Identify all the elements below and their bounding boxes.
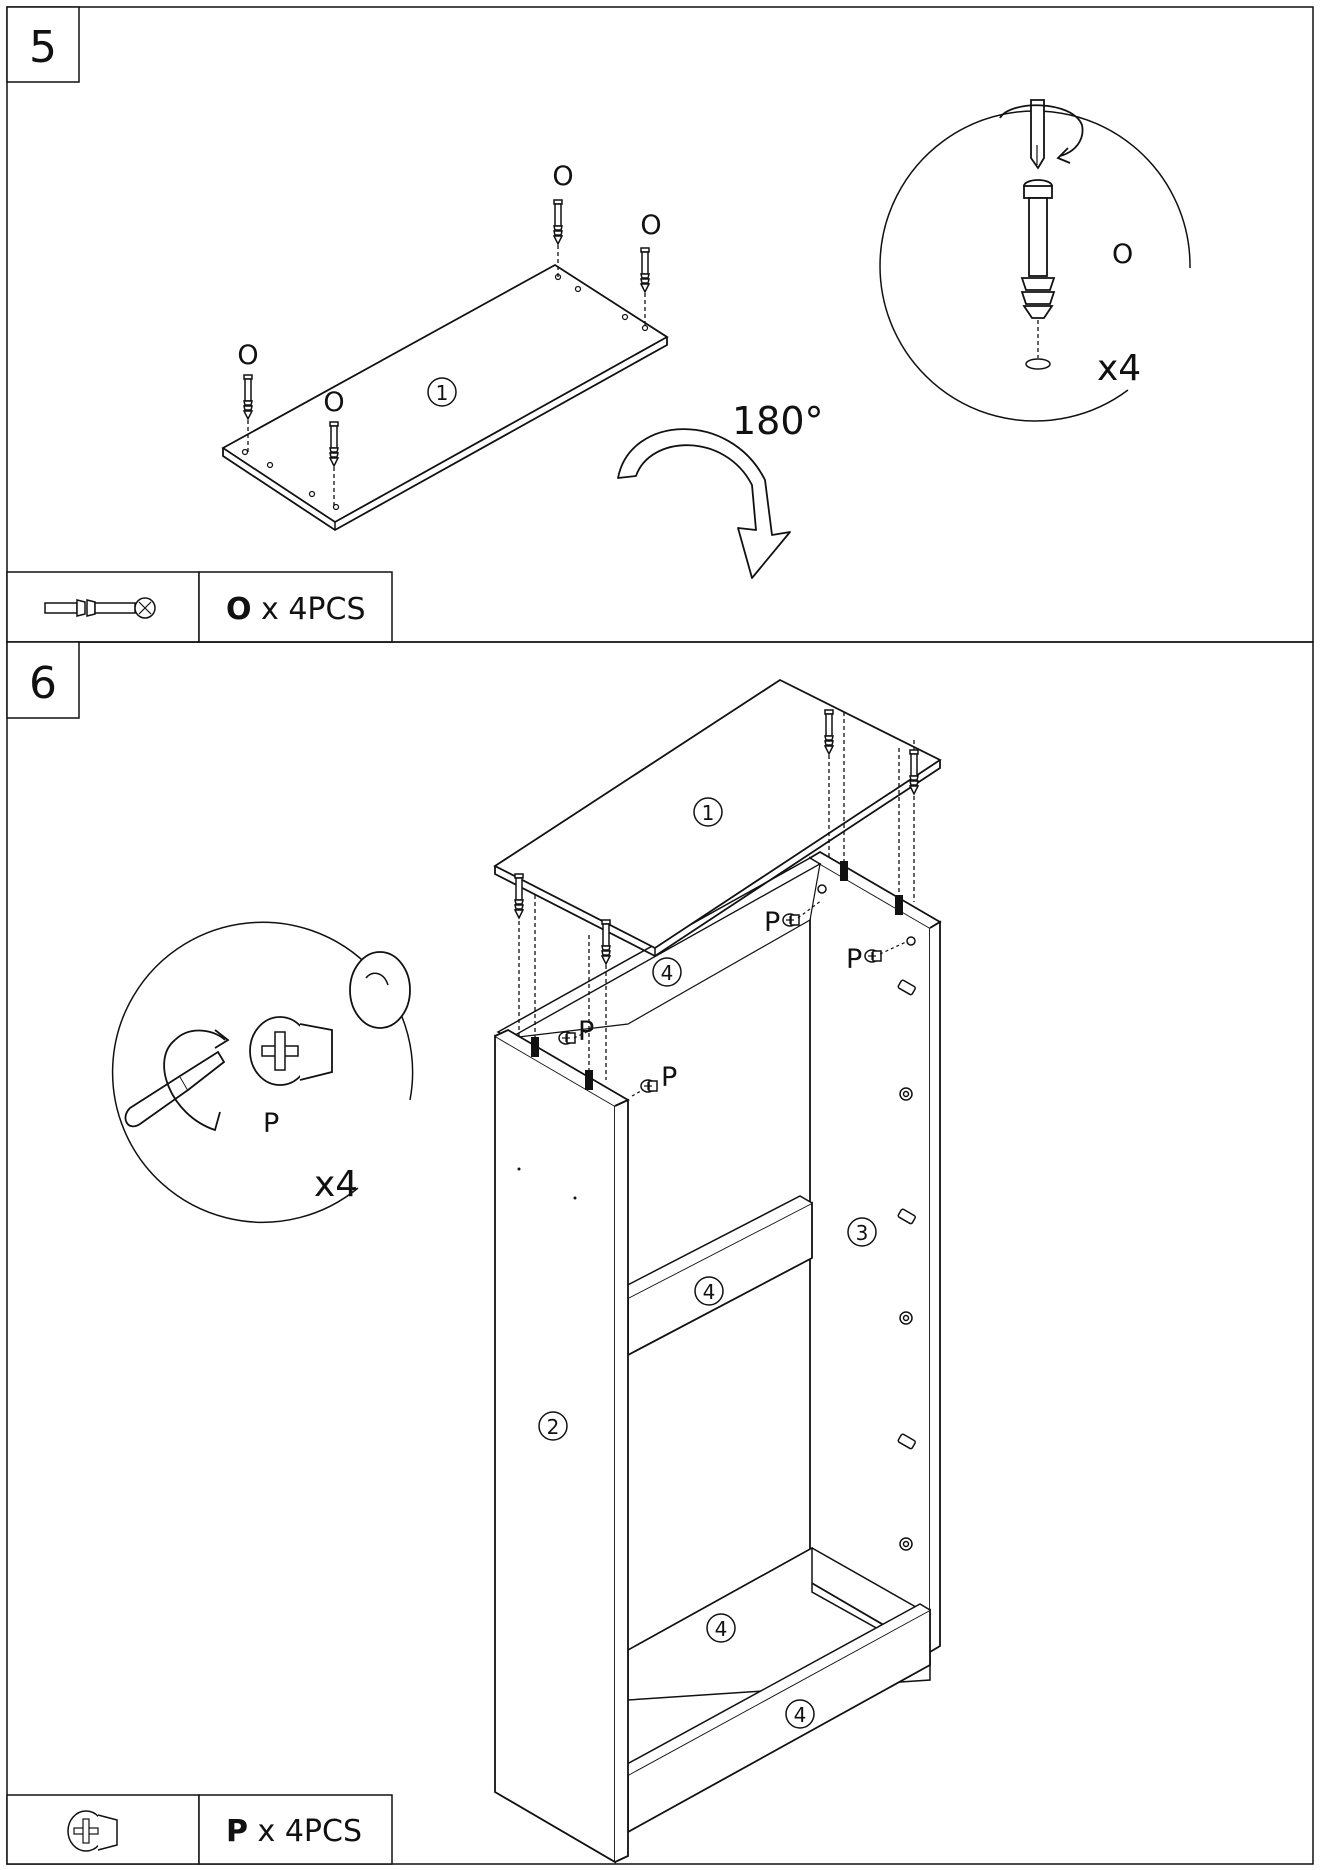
hardware-legend-o: O x 4PCS: [6, 571, 393, 643]
part-number-4-middle-badge: 4: [694, 1276, 724, 1306]
cam-lock-detail-callout: P x4: [111, 921, 414, 1223]
cam-lock-p-1: P: [558, 1016, 596, 1047]
svg-text:1: 1: [436, 381, 449, 405]
cam-bolt-o-1-letter: O: [237, 340, 258, 371]
cam-bolt-o-4-letter: O: [640, 210, 661, 241]
shelf-pin-holes: [817, 884, 916, 1551]
cam-bolt-o-4: O: [640, 210, 662, 328]
cam-bolt-o-1: O: [237, 340, 259, 452]
screwdriver-icon: [1030, 99, 1045, 170]
detail-letter-o: O: [1112, 239, 1133, 270]
cam-lock-p-2-letter: P: [661, 1062, 677, 1093]
part-number-4-lower-badge: 4: [706, 1613, 736, 1643]
hardware-p-quantity-label: P x 4PCS: [226, 1814, 362, 1849]
cam-bolt-large-icon: [1020, 179, 1056, 370]
cam-lock-large-icon: [249, 1016, 333, 1086]
cam-bolt-hardware-icon: [44, 597, 156, 619]
part-number-4-bottom-badge: 4: [785, 1699, 815, 1729]
svg-text:2: 2: [547, 1415, 560, 1439]
part-number-3-badge: 3: [847, 1217, 877, 1247]
hardware-legend-p: P x 4PCS: [6, 1794, 393, 1865]
step-5-number: 5: [29, 22, 57, 73]
detail-quantity-x4: x4: [1097, 348, 1141, 389]
middle-rail: 4: [614, 1195, 813, 1357]
part-number-1-badge-step6: 1: [693, 797, 723, 827]
screwdriver-icon: [124, 1050, 226, 1128]
cam-lock-p-4: P: [846, 941, 907, 975]
cam-bolt-detail-callout: O x4: [879, 99, 1191, 422]
svg-text:4: 4: [715, 1617, 728, 1641]
rotation-angle-label: 180°: [732, 399, 824, 443]
pre-drilled-holes: [241, 273, 649, 511]
top-panel-board: 1: [221, 263, 669, 532]
svg-text:1: 1: [702, 801, 715, 825]
right-side-panel: 3: [809, 850, 942, 1654]
clockwise-rotation-icon: [999, 104, 1084, 164]
cam-lock-p-4-letter: P: [846, 944, 862, 975]
part-number-4-top-badge: 4: [652, 957, 682, 987]
cam-lock-p-3-letter: P: [764, 907, 780, 938]
top-rail: 4: [496, 857, 822, 1039]
svg-text:4: 4: [794, 1703, 807, 1727]
hardware-o-quantity-label: O x 4PCS: [226, 592, 366, 627]
cam-lock-p-2: P: [631, 1062, 677, 1097]
detail-quantity-x4: x4: [314, 1164, 358, 1205]
cam-bolt-o-3-letter: O: [552, 161, 573, 192]
cam-lock-hardware-icon: [67, 1810, 118, 1852]
part-number-2-badge: 2: [538, 1411, 568, 1441]
cam-bolt-o-2: O: [323, 387, 345, 506]
cam-lock-p-1-letter: P: [578, 1016, 594, 1047]
step-5-panel: 5 1 O O: [6, 6, 1314, 643]
detail-letter-p: P: [263, 1108, 279, 1139]
svg-text:4: 4: [703, 1280, 716, 1304]
step-6-panel: 6 3 4: [6, 641, 1314, 1865]
svg-text:4: 4: [661, 961, 674, 985]
cam-bolt-o-3: O: [552, 161, 574, 277]
clockwise-rotation-icon: [163, 1029, 230, 1132]
cam-lock-p-3: P: [764, 899, 823, 938]
part-number-1-badge: 1: [427, 377, 457, 407]
rotate-180-arrow-icon: 180°: [617, 399, 824, 579]
svg-text:3: 3: [856, 1221, 869, 1245]
cam-bolt-o-2-letter: O: [323, 387, 344, 418]
left-side-panel: 2: [494, 1028, 630, 1864]
step-6-number: 6: [29, 658, 57, 709]
panel-hole-icon: [349, 951, 411, 1029]
